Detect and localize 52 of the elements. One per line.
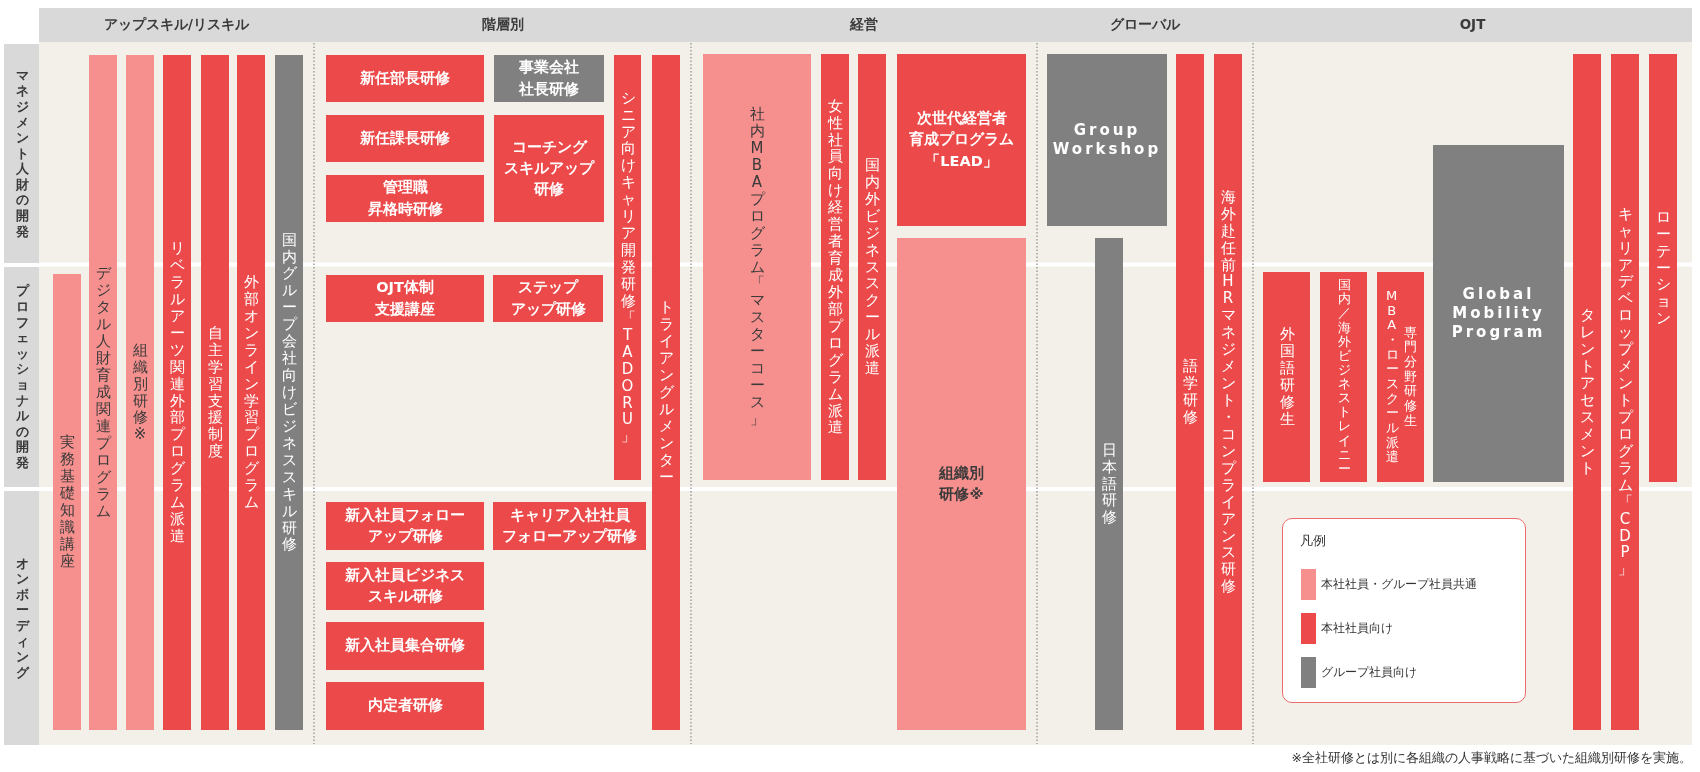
program-box: 管理職昇格時研修 [326, 175, 484, 222]
program-box: 新入社員フォローアップ研修 [326, 502, 484, 550]
program-box: Global Mobility Program [1433, 145, 1564, 482]
program-box: 事業会社社長研修 [494, 55, 604, 102]
bar-label: 専門分野研修生 [1403, 325, 1416, 429]
program-bar: 国内／海外ビジネストレイニー [1320, 272, 1367, 482]
program-bar: デジタル人財育成関連プログラム [89, 55, 117, 730]
program-box: 新入社員ビジネススキル研修 [326, 562, 484, 610]
program-box: 組織別研修※ [897, 238, 1026, 730]
bar-label: MBA・ロースクール派遣 [1385, 288, 1398, 466]
legend-text: グループ社員向け [1321, 664, 1417, 681]
program-box: 新入社員集合研修 [326, 622, 484, 670]
program-bar: 日本語研修 [1095, 238, 1123, 730]
program-bar: トライアングルメンター [652, 55, 680, 730]
row-header: オンボーディング [4, 491, 39, 745]
program-box: 新任課長研修 [326, 115, 484, 162]
program-bar: 社内MBAプログラム「マスターコース」 [703, 54, 811, 480]
program-bar [1377, 272, 1424, 482]
program-bar: 自主学習支援制度 [201, 55, 229, 730]
program-bar: ローテーション [1649, 54, 1677, 482]
footnote: ※全社研修とは別に各組織の人事戦略に基づいた組織別研修を実施。 [1291, 750, 1692, 767]
row-header: プロフェッショナルの開発 [4, 267, 39, 487]
program-box: 新任部長研修 [326, 55, 484, 102]
program-bar: 国内外ビジネススクール派遣 [858, 54, 886, 480]
legend-text: 本社社員・グループ社員共通 [1321, 576, 1477, 593]
program-box: 次世代経営者育成プログラム「LEAD」 [897, 54, 1026, 226]
program-box: OJT体制支援講座 [326, 275, 484, 322]
program-box: ステップアップ研修 [493, 275, 603, 322]
row-header: マネジメント人財の開発 [4, 44, 39, 263]
legend-title: 凡例 [1300, 533, 1326, 550]
program-bar: リベラルアーツ関連外部プログラム派遣 [163, 55, 191, 730]
program-bar: 海外赴任前HRマネジメント・コンプライアンス研修 [1214, 54, 1242, 730]
program-box: Group Workshop [1047, 54, 1167, 226]
program-box: キャリア入社社員フォローアップ研修 [493, 502, 646, 550]
column-header: OJT [1253, 8, 1692, 42]
program-box: コーチングスキルアップ研修 [494, 115, 604, 222]
program-bar: 外国語研修生 [1263, 272, 1310, 482]
program-bar: 国内グループ会社向けビジネススキル研修 [275, 55, 303, 730]
program-bar: 外部オンライン学習プログラム [237, 55, 265, 730]
program-box: 内定者研修 [326, 682, 484, 730]
program-bar: キャリアデベロップメントプログラム「CDP」 [1611, 54, 1639, 730]
program-bar: 女性社員向け経営者育成外部プログラム派遣 [821, 54, 849, 480]
column-header: アップスキル/リスキル [39, 8, 314, 42]
legend-text: 本社社員向け [1321, 620, 1393, 637]
program-bar: 組織別研修※ [126, 55, 154, 730]
program-bar: シニア向けキャリア開発研修「TADORU」 [614, 55, 641, 480]
column-header: グローバル [1037, 8, 1253, 42]
program-bar: タレントアセスメント [1573, 54, 1601, 730]
program-bar: 実務基礎知識講座 [53, 274, 81, 730]
column-header: 経営 [691, 8, 1037, 42]
program-bar: 語学研修 [1176, 54, 1204, 730]
column-header: 階層別 [314, 8, 691, 42]
